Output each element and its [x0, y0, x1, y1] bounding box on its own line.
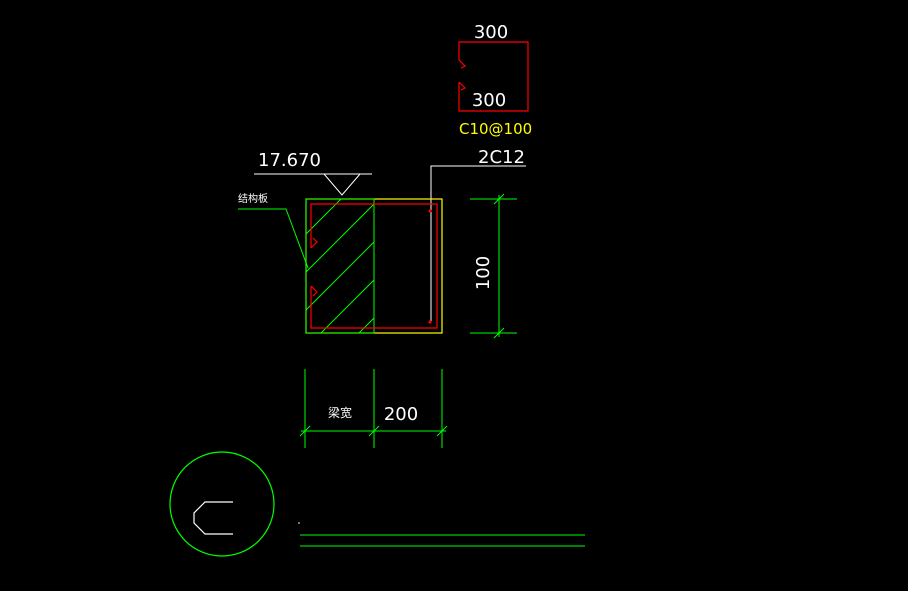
stirrup-hook-upper	[458, 59, 467, 69]
slab-label-group: 结构板	[238, 192, 309, 269]
stirrup-dim-bottom: 300	[472, 90, 506, 111]
bottom-lines	[298, 522, 585, 547]
stirrup-detail: 300 300 C10@100	[458, 22, 532, 138]
hook-detail	[169, 451, 275, 557]
slab-hatch	[306, 199, 374, 333]
elevation-value: 17.670	[258, 150, 321, 171]
height-dimension: 100	[470, 193, 517, 339]
rebar-label: 2C12	[478, 147, 525, 168]
structural-slab-label: 结构板	[238, 192, 268, 205]
stirrup-dim-top: 300	[474, 22, 508, 43]
beam-width-label: 梁宽	[328, 405, 352, 420]
beam-section	[305, 198, 443, 334]
width-dim-value: 200	[384, 404, 418, 425]
height-dim-value: 100	[473, 256, 494, 290]
c-hook-icon	[193, 501, 233, 535]
rebar-dot-top	[428, 209, 432, 213]
stirrup-hook-lower	[458, 81, 467, 91]
width-dimension: 梁宽 200	[299, 369, 448, 448]
stirrup-spacing-label: C10@100	[459, 120, 532, 138]
elevation-marker: 17.670	[254, 150, 372, 196]
stirrup-shape	[458, 41, 529, 112]
rebar-leader: 2C12	[430, 147, 526, 322]
slab-boundary	[305, 198, 375, 334]
rebar-dot-bottom	[428, 320, 432, 324]
section-stirrup	[310, 203, 438, 329]
